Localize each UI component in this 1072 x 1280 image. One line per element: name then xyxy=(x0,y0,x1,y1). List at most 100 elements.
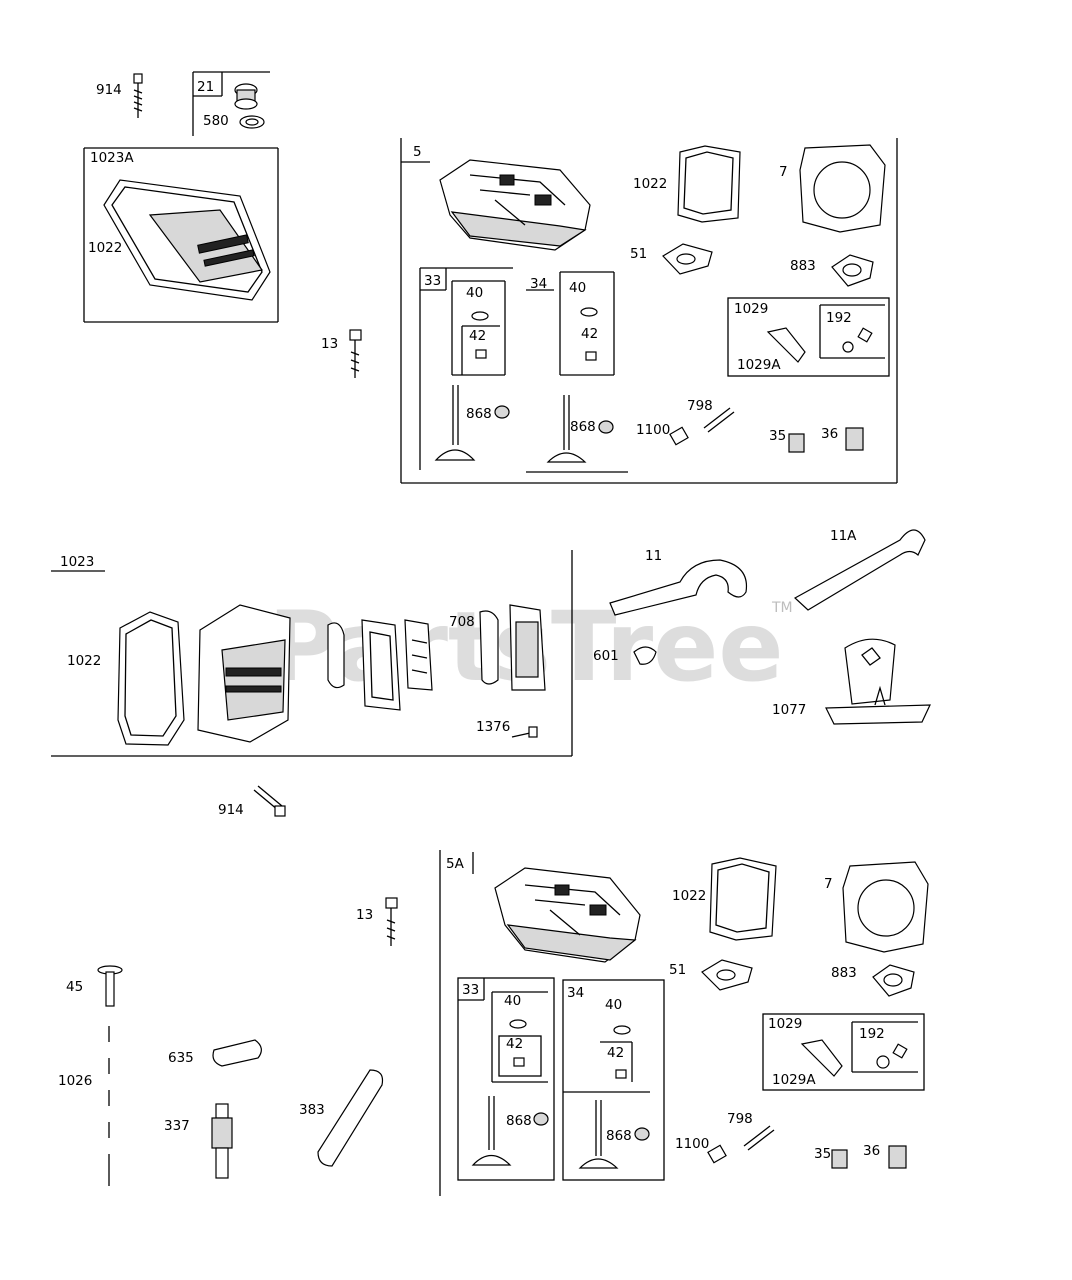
label-51-bottom: 51 xyxy=(669,962,686,978)
box-5A xyxy=(439,850,474,1196)
label-580: 580 xyxy=(203,113,229,129)
spring-36-bottom xyxy=(888,1145,907,1169)
label-337: 337 xyxy=(164,1118,190,1134)
label-40-c: 40 xyxy=(504,993,521,1009)
label-868-c: 868 xyxy=(506,1113,532,1129)
bolt-914-bottom xyxy=(253,785,286,817)
label-42-b: 42 xyxy=(581,326,598,342)
bolt-13-bottom xyxy=(385,897,398,946)
label-868-a: 868 xyxy=(466,406,492,422)
breather-parts xyxy=(327,619,433,711)
label-1100-top: 1100 xyxy=(636,422,670,438)
valve-cover-1023 xyxy=(197,604,291,743)
label-798-top: 798 xyxy=(687,398,713,414)
nut-1100-top xyxy=(669,426,689,446)
spark-plug-boot-635 xyxy=(212,1039,262,1067)
gasket-1022-middle xyxy=(117,611,185,746)
label-883-bottom: 883 xyxy=(831,965,857,981)
bolt-914-top xyxy=(133,73,143,118)
label-1029-bottom: 1029 xyxy=(768,1016,802,1032)
rocker-arm-1029A-top xyxy=(766,327,806,363)
gasket-1022-right xyxy=(677,145,741,223)
screw-1376 xyxy=(511,726,538,738)
o-ring-580 xyxy=(239,115,265,129)
retainer-40-c xyxy=(509,1019,527,1029)
label-33-top: 33 xyxy=(424,273,441,289)
stud-798-top xyxy=(703,407,735,433)
label-1022-right: 1022 xyxy=(633,176,667,192)
label-192-bottom: 192 xyxy=(859,1026,885,1042)
gasket-51-bottom xyxy=(701,959,753,991)
label-40-b: 40 xyxy=(569,280,586,296)
label-11: 11 xyxy=(645,548,662,564)
label-7-top: 7 xyxy=(779,164,788,180)
box-1023 xyxy=(51,550,573,757)
label-1023: 1023 xyxy=(60,554,94,570)
bracket-21 xyxy=(192,71,270,136)
nut-1100-bottom xyxy=(707,1144,727,1164)
label-34-bottom: 34 xyxy=(567,985,584,1001)
seal-868-a xyxy=(494,405,510,419)
seal-868-c xyxy=(533,1112,549,1126)
valve-intake-bottom xyxy=(471,1096,512,1166)
box-1029-bottom xyxy=(762,1013,925,1091)
label-601: 601 xyxy=(593,648,619,664)
label-883-top: 883 xyxy=(790,258,816,274)
box-34-bottom xyxy=(562,979,665,1181)
dipstick-tube-cap-45 xyxy=(97,965,123,1007)
label-33-bottom: 33 xyxy=(462,982,479,998)
valve-intake-top xyxy=(434,385,476,461)
gasket-883-top xyxy=(831,254,874,287)
keeper-42-d xyxy=(615,1069,627,1079)
label-51-top: 51 xyxy=(630,246,647,262)
label-36-top: 36 xyxy=(821,426,838,442)
label-383: 383 xyxy=(299,1102,325,1118)
label-798-bottom: 798 xyxy=(727,1111,753,1127)
label-708: 708 xyxy=(449,614,475,630)
label-1077: 1077 xyxy=(772,702,806,718)
label-13-top: 13 xyxy=(321,336,338,352)
breather-tube-11A xyxy=(793,529,926,611)
label-1100-bottom: 1100 xyxy=(675,1136,709,1152)
label-868-d: 868 xyxy=(606,1128,632,1144)
label-40-a: 40 xyxy=(466,285,483,301)
valve-exhaust-top xyxy=(526,395,628,473)
nut-192-bottom xyxy=(876,1055,890,1069)
label-1376: 1376 xyxy=(476,719,510,735)
label-1022-top: 1022 xyxy=(88,240,122,256)
gasket-1022-bottom xyxy=(709,857,777,941)
spring-36-top xyxy=(845,427,864,451)
label-42-d: 42 xyxy=(607,1045,624,1061)
dipstick-tube-383 xyxy=(317,1069,384,1167)
label-5: 5 xyxy=(413,144,422,160)
label-34-top: 34 xyxy=(530,276,547,292)
label-5A: 5A xyxy=(446,856,465,872)
retainer-40-d xyxy=(613,1025,631,1035)
breather-gasket-708 xyxy=(479,604,546,691)
bracket-1077 xyxy=(825,638,931,725)
cylinder-head-5 xyxy=(439,159,591,251)
keeper-42-c xyxy=(513,1057,525,1067)
label-868-b: 868 xyxy=(570,419,596,435)
stud-192-bottom xyxy=(892,1043,908,1059)
spring-35-bottom xyxy=(831,1149,848,1169)
spark-plug-337 xyxy=(211,1103,233,1179)
seal-868-b xyxy=(598,420,614,434)
box-34-top xyxy=(526,271,615,376)
cylinder-head-5A xyxy=(494,867,641,963)
keeper-42-a xyxy=(475,349,487,359)
box-5 xyxy=(400,138,898,484)
box-33-bottom xyxy=(457,977,555,1181)
valve-cover-assembly-1023A xyxy=(103,179,271,301)
gasket-883-bottom xyxy=(872,964,915,997)
label-914-bottom: 914 xyxy=(218,802,244,818)
label-192-top: 192 xyxy=(826,310,852,326)
box-1029-top xyxy=(727,297,890,377)
label-914-top: 914 xyxy=(96,82,122,98)
label-40-d: 40 xyxy=(605,997,622,1013)
retainer-40-b xyxy=(580,307,598,317)
label-36-bottom: 36 xyxy=(863,1143,880,1159)
box-1023A xyxy=(83,147,279,323)
label-1029A-top: 1029A xyxy=(737,357,781,373)
